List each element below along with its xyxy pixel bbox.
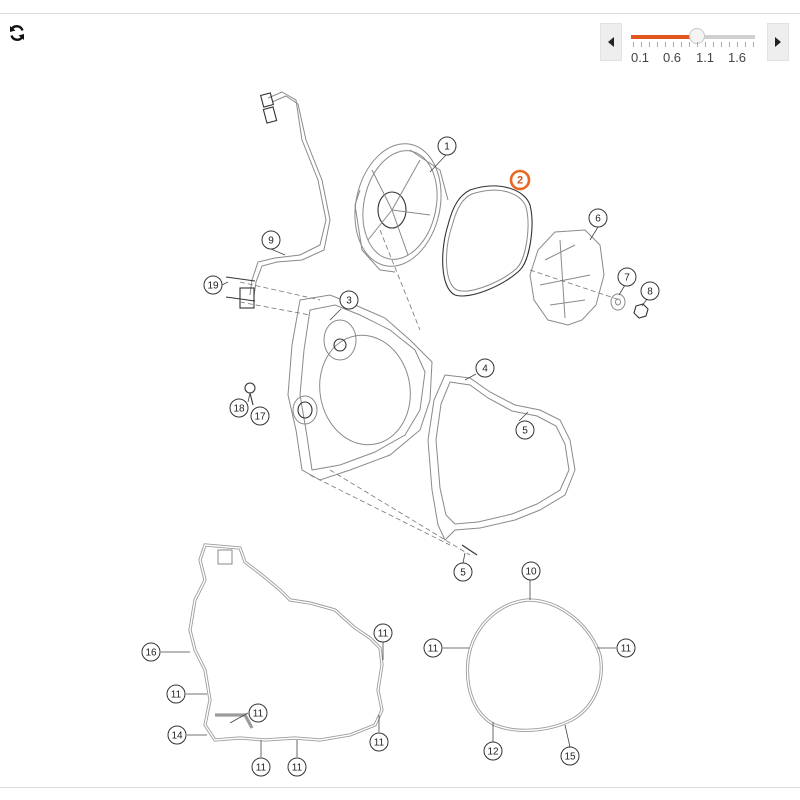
leader-lines [161, 154, 648, 757]
zoom-tick [681, 42, 682, 47]
callout-label: 15 [564, 752, 576, 763]
callout-label: 5 [522, 426, 528, 437]
callout-4[interactable]: 4 [475, 358, 495, 378]
callout-label: 3 [346, 296, 352, 307]
callout-label: 11 [253, 709, 264, 720]
callout-6[interactable]: 6 [588, 208, 608, 228]
callout-label: 8 [647, 287, 653, 298]
callout-label: 12 [487, 747, 499, 758]
caret-right-icon [775, 37, 781, 47]
callout-label: 11 [292, 763, 303, 774]
alignment-lines [239, 229, 621, 556]
callout-11[interactable]: 11 [287, 757, 307, 777]
cover-gasket-4 [427, 374, 576, 541]
zoom-tick [657, 42, 658, 47]
zoom-tick [697, 42, 698, 47]
callout-2[interactable]: 2 [509, 169, 531, 191]
callout-8[interactable]: 8 [640, 281, 660, 301]
caret-left-icon [608, 37, 614, 47]
zoom-tick [673, 42, 674, 47]
wiring-harness [249, 91, 331, 297]
screws-19 [225, 276, 256, 309]
callout-11[interactable]: 11 [616, 638, 636, 658]
bottom-divider [0, 787, 800, 788]
next-button[interactable] [767, 23, 789, 61]
callout-label: 14 [171, 731, 183, 742]
callout-5[interactable]: 5 [515, 420, 535, 440]
generator-cover [287, 294, 433, 481]
callout-17[interactable]: 17 [250, 406, 270, 426]
top-divider [0, 13, 800, 14]
callout-label: 10 [525, 567, 537, 578]
o-ring-inner [446, 189, 529, 292]
plug-18 [244, 382, 256, 394]
callout-5[interactable]: 5 [453, 562, 473, 582]
callout-label: 4 [482, 364, 488, 375]
callout-label: 11 [171, 690, 182, 701]
callout-15[interactable]: 15 [560, 746, 580, 766]
callout-10[interactable]: 10 [521, 561, 541, 581]
zoom-tick [665, 42, 666, 47]
zoom-tick [633, 42, 634, 47]
callout-14[interactable]: 14 [167, 725, 187, 745]
washer [610, 293, 626, 311]
callout-16[interactable]: 16 [141, 642, 161, 662]
zoom-tick [737, 42, 738, 47]
zoom-tick [649, 42, 650, 47]
callout-label: 9 [268, 236, 274, 247]
callout-19[interactable]: 19 [203, 275, 223, 295]
inner-cover-plate [529, 229, 605, 326]
callout-3[interactable]: 3 [339, 290, 359, 310]
generator-gasket-detail [188, 543, 384, 742]
callout-label: 11 [428, 644, 439, 655]
callout-11[interactable]: 11 [248, 703, 268, 723]
callout-label: 5 [460, 568, 466, 579]
callout-18[interactable]: 18 [229, 398, 249, 418]
callout-label: 18 [233, 404, 245, 415]
zoom-tick [745, 42, 746, 47]
nut [633, 303, 649, 319]
zoom-label-1: 0.6 [662, 50, 682, 65]
callout-label: 2 [517, 175, 523, 187]
callout-label: 11 [374, 738, 385, 749]
callout-label: 1 [444, 142, 450, 153]
callout-label: 11 [256, 763, 267, 774]
callout-12[interactable]: 12 [483, 741, 503, 761]
zoom-tick [721, 42, 722, 47]
callout-label: 7 [624, 273, 630, 284]
callout-11[interactable]: 11 [251, 757, 271, 777]
callout-11[interactable]: 11 [423, 638, 443, 658]
clutch-cover [354, 143, 449, 273]
callout-label: 19 [207, 281, 219, 292]
zoom-tick [641, 42, 642, 47]
callout-11[interactable]: 11 [369, 732, 389, 752]
zoom-tick [729, 42, 730, 47]
refresh-icon[interactable] [7, 23, 27, 43]
zoom-fill [631, 35, 698, 39]
callout-11[interactable]: 11 [166, 684, 186, 704]
zoom-tick [713, 42, 714, 47]
callout-label: 11 [378, 629, 389, 640]
zoom-label-2: 1.1 [695, 50, 715, 65]
callout-1[interactable]: 1 [437, 136, 457, 156]
callout-label: 11 [621, 644, 632, 655]
o-ring [442, 185, 533, 297]
screws-5 [461, 544, 478, 556]
zoom-tick [753, 42, 754, 47]
callout-label: 16 [145, 648, 157, 659]
callout-label: 17 [254, 412, 266, 423]
callout-label: 6 [595, 214, 601, 225]
previous-button[interactable] [600, 23, 622, 61]
zoom-label-0: 0.1 [630, 50, 650, 65]
zoom-slider[interactable]: 0.1 0.6 1.1 1.6 [627, 25, 759, 69]
clutch-gasket-detail [465, 598, 603, 732]
callout-9[interactable]: 9 [261, 230, 281, 250]
zoom-tick [689, 42, 690, 47]
zoom-tick [705, 42, 706, 47]
callout-7[interactable]: 7 [617, 267, 637, 287]
callout-11[interactable]: 11 [373, 623, 393, 643]
zoom-label-3: 1.6 [727, 50, 747, 65]
